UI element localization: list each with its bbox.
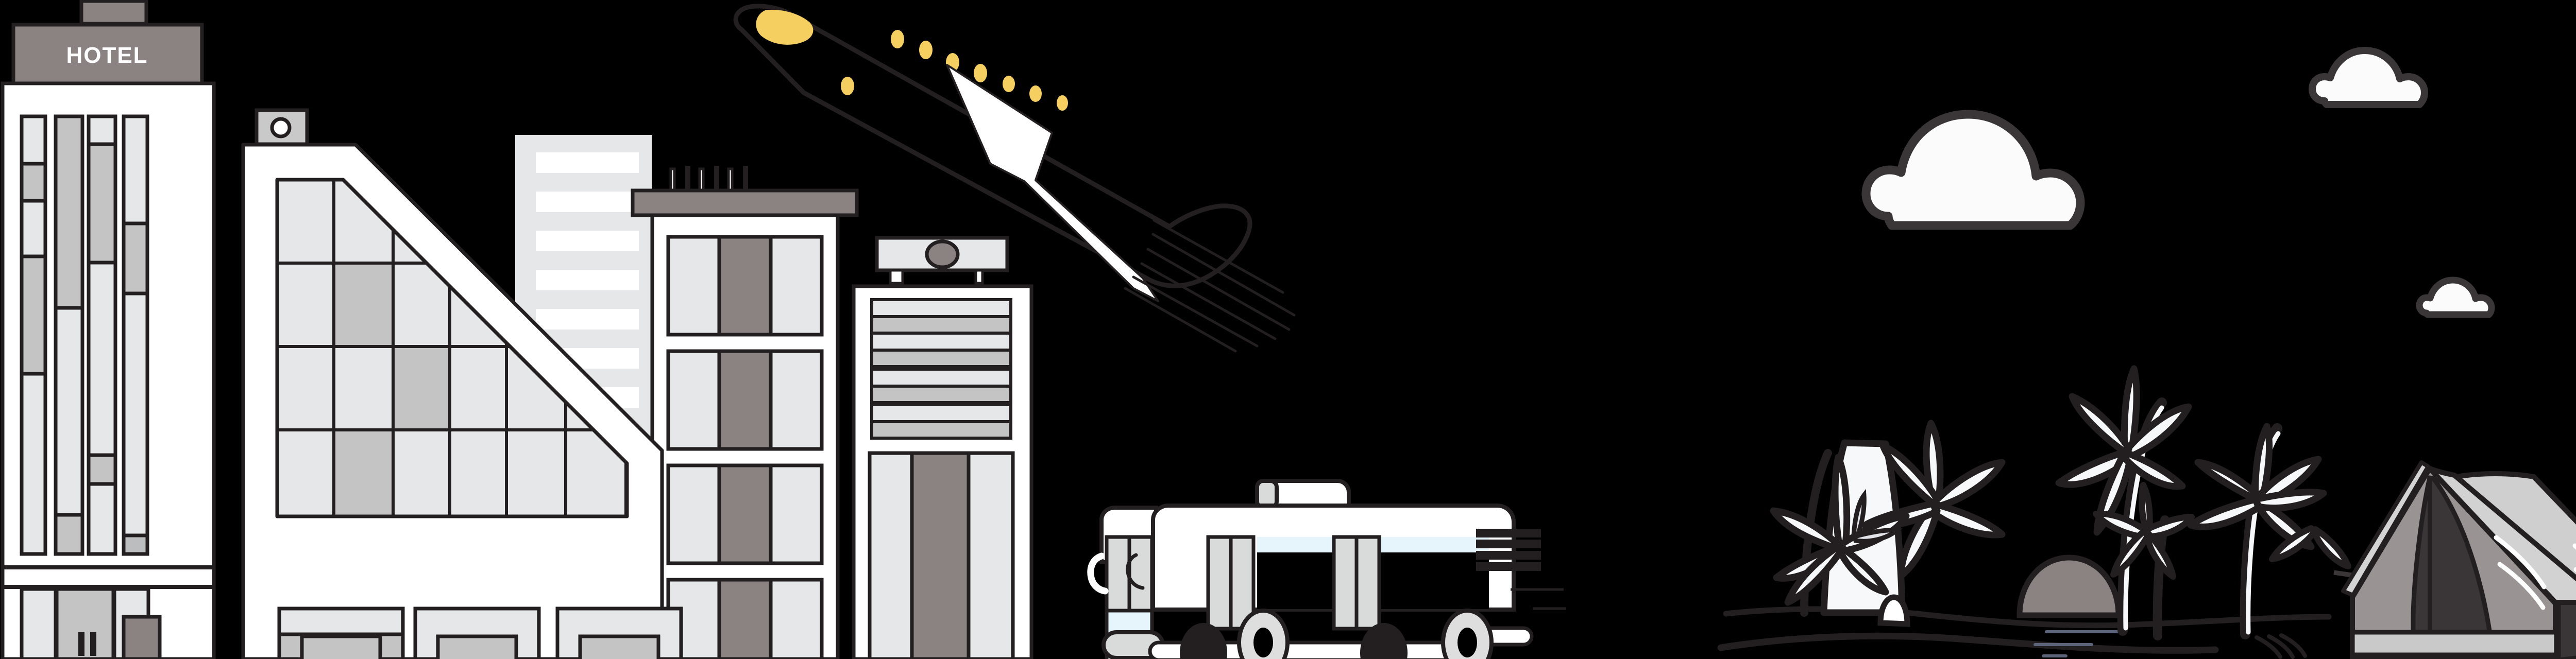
glass-tower-window-grid-outline xyxy=(275,178,629,518)
bus-mirror-arm xyxy=(1126,553,1145,590)
shoreline-lower xyxy=(1717,632,2219,654)
hotel-building: HOTEL xyxy=(1,0,216,659)
hotel-roof-box xyxy=(79,0,148,26)
office-block-window-row xyxy=(666,463,824,565)
palm-trees-left xyxy=(1770,420,2006,627)
banded-tower-band xyxy=(870,332,1012,368)
bus-window xyxy=(1257,552,1333,609)
hotel-entrance-doors xyxy=(78,632,96,656)
palm-fronds xyxy=(2055,365,2192,536)
hotel-ground-floor xyxy=(20,587,162,659)
palm-fronds xyxy=(2093,482,2195,580)
setting-sun xyxy=(2016,554,2122,618)
banded-tower-band xyxy=(870,298,1012,335)
hotel-sign-label: HOTEL xyxy=(66,43,148,68)
palm-trunk-leaning xyxy=(2117,397,2167,636)
bus-mirror xyxy=(1087,552,1109,595)
cloud-medium-shape xyxy=(2309,47,2428,108)
cloud-large-shape xyxy=(1861,110,2085,230)
cloud-large xyxy=(1861,110,2085,230)
airplane-cockpit-window xyxy=(756,9,814,45)
palm-trees-right xyxy=(2055,365,2351,659)
banded-tower-band xyxy=(870,403,1012,440)
bus-window-band xyxy=(1257,537,1333,552)
cloud-small-shape xyxy=(2416,276,2495,318)
rooftop-satellite-unit xyxy=(875,236,1009,285)
glass-tower-entrance xyxy=(555,606,683,659)
sea-lines xyxy=(2033,630,2125,657)
airplane-speed-lines xyxy=(1124,219,1296,353)
palm-inner-fronds xyxy=(1851,489,1903,544)
tent-highlights xyxy=(2494,535,2576,610)
hotel-window-column xyxy=(122,114,149,556)
bus-window-band xyxy=(1381,537,1489,552)
hotel-window-column xyxy=(54,114,84,556)
palm-root-base xyxy=(1877,594,1910,627)
bus-motion-lines xyxy=(1511,588,1566,610)
bus-wheel-shadow xyxy=(1360,623,1408,659)
hotel-window-column xyxy=(20,114,47,556)
palm-fronds-far-right xyxy=(2269,525,2351,569)
palm-fronds xyxy=(1770,454,1910,606)
airplane-tail-edge xyxy=(1168,203,1228,229)
bus-grille xyxy=(1476,529,1541,571)
bus-window xyxy=(1381,552,1489,609)
hotel-window-column xyxy=(87,114,117,556)
office-block-window-row xyxy=(666,349,824,451)
hotel-canopy-divider xyxy=(3,565,214,569)
bus-door-panels xyxy=(1206,535,1381,631)
cloud-small xyxy=(2416,276,2495,318)
office-block-window-row xyxy=(666,578,824,659)
camping-tent xyxy=(2333,460,2576,659)
satellite-dish-icon xyxy=(925,239,960,269)
hotel-canopy-divider-2 xyxy=(3,585,214,589)
banded-tower-base-windows xyxy=(868,451,1015,659)
rooftop-vent-icon xyxy=(270,117,292,138)
office-block-window-row xyxy=(666,235,824,337)
bus-wheel xyxy=(1441,609,1494,659)
bus-wheel-shadow xyxy=(1180,623,1227,659)
tent-side-panel xyxy=(2556,596,2576,659)
tent-base-strip xyxy=(2350,630,2559,657)
bus-wheel xyxy=(1237,609,1290,659)
airplane-wing xyxy=(946,64,1159,302)
city-bus xyxy=(1087,479,1566,659)
cloud-medium xyxy=(2309,47,2428,108)
palm-ground-roots xyxy=(2255,633,2307,659)
glass-tower-with-sloped-roof xyxy=(241,108,683,659)
rooftop-antenna-unit xyxy=(255,108,309,146)
office-block-roof-cap xyxy=(631,188,859,217)
glass-tower-entrances xyxy=(277,606,683,659)
banded-tower-right xyxy=(852,236,1033,659)
hotel-sign-board xyxy=(11,23,204,85)
office-block-grey-windows xyxy=(631,166,859,659)
tent-peak-edge xyxy=(2341,460,2430,597)
airplane-taking-off xyxy=(733,4,1296,353)
banded-tower-band xyxy=(870,368,1012,404)
glass-tower-entrance xyxy=(277,606,405,659)
glass-tower-entrance xyxy=(413,606,541,659)
